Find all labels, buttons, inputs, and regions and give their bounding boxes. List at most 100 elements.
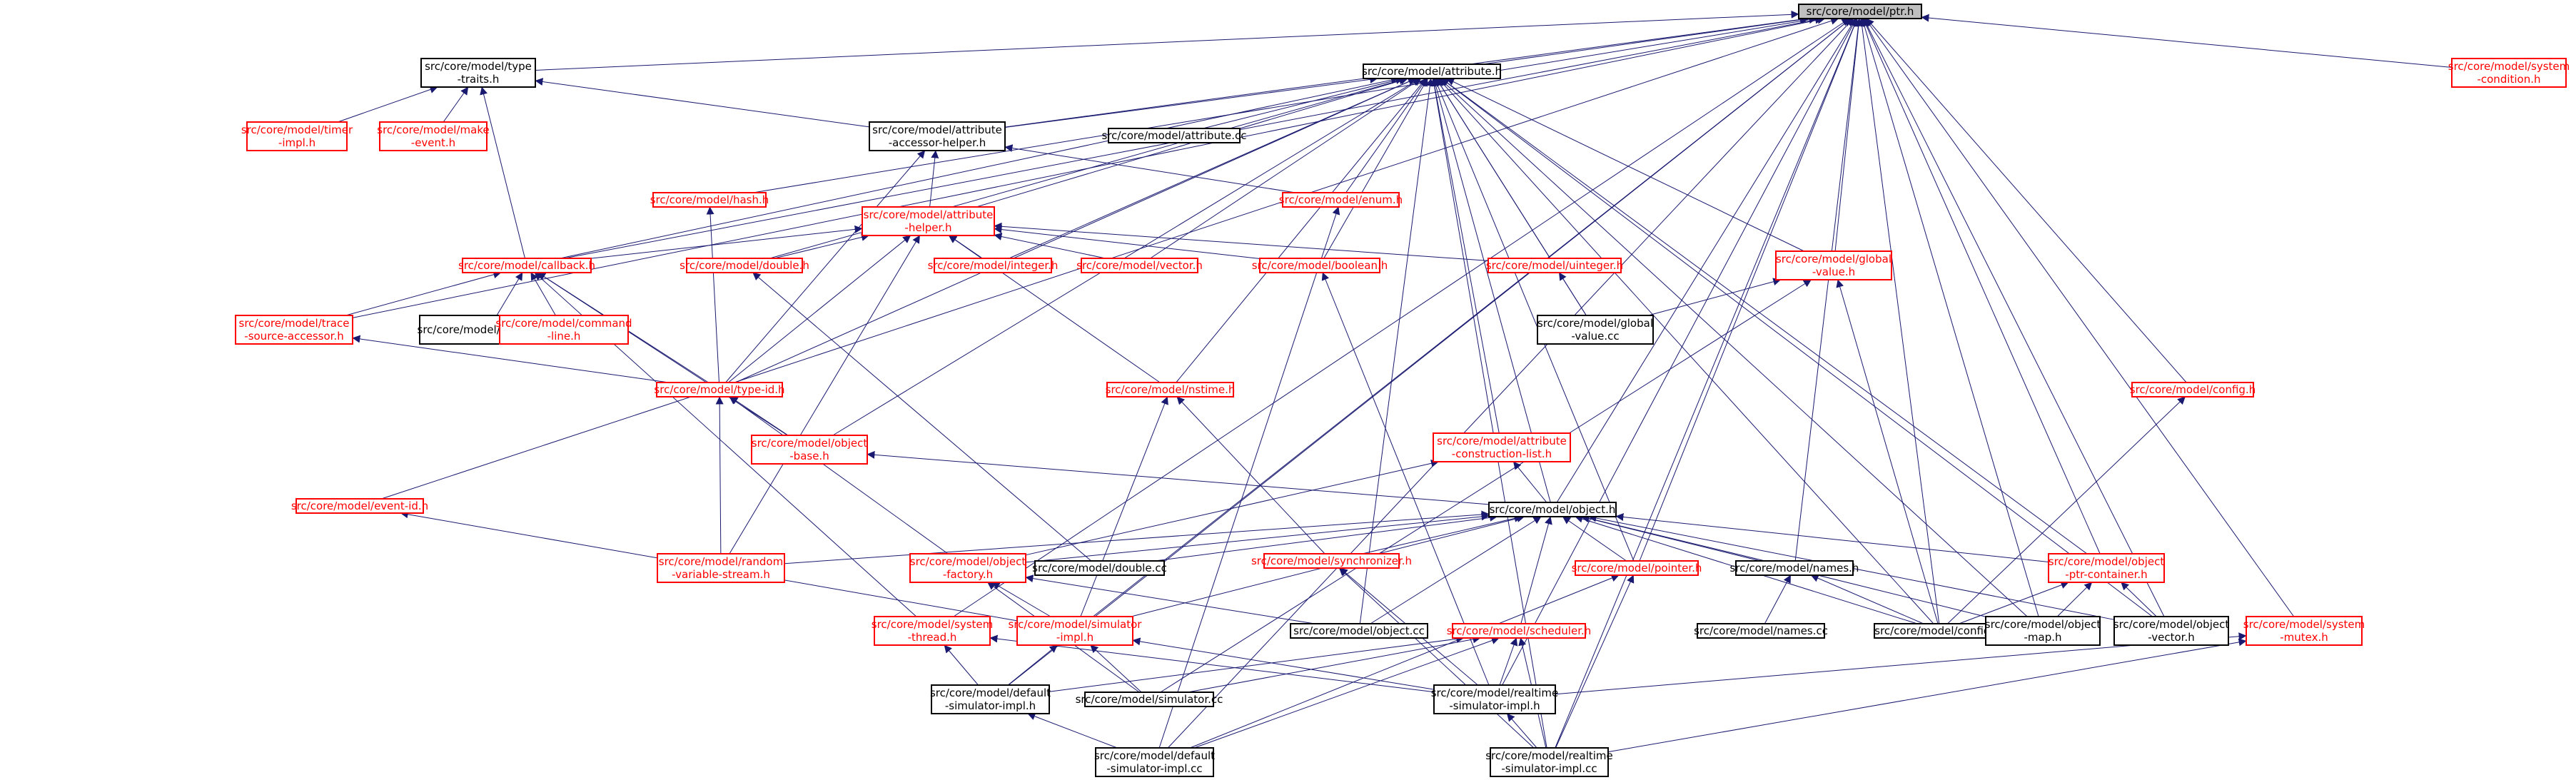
edge-objectbase-to-attribute — [832, 78, 1421, 436]
node-simimpl[interactable]: src/core/model/simulator-impl.h — [1009, 616, 1143, 646]
node-uinteger[interactable]: src/core/model/uinteger.h — [1486, 258, 1623, 273]
node-attrcc[interactable]: src/core/model/attribute.cc — [1102, 128, 1247, 143]
node-objfactory[interactable]: src/core/model/object-factory.h — [909, 553, 1026, 583]
node-box — [1798, 4, 1922, 19]
node-box — [656, 382, 783, 397]
node-timerimpl[interactable]: src/core/model/timer-impl.h — [241, 121, 353, 151]
node-enum[interactable]: src/core/model/enum.h — [1279, 192, 1403, 208]
edge-object-to-attribute — [1432, 78, 1551, 503]
edge-uinteger-to-attrhelper — [994, 222, 1489, 261]
node-boolean[interactable]: src/core/model/boolean.h — [1252, 258, 1388, 273]
node-trace[interactable]: src/core/model/trace-source-accessor.h — [235, 315, 353, 345]
node-cmdline[interactable]: src/core/model/command-line.h — [495, 315, 632, 345]
edge-random-to-object — [784, 510, 1490, 564]
node-objectbase[interactable]: src/core/model/object-base.h — [751, 435, 868, 465]
edge-config-to-ptr — [1866, 18, 2187, 383]
edge-callback-to-attribute — [560, 76, 1399, 259]
node-attrhelper[interactable]: src/core/model/attribute-helper.h — [862, 206, 995, 236]
node-eventid[interactable]: src/core/model/event-id.h — [291, 498, 428, 514]
node-label: -factory.h — [943, 568, 993, 581]
node-box — [1575, 560, 1699, 576]
edge-object-to-ptr — [1556, 18, 1857, 503]
node-double[interactable]: src/core/model/double.h — [680, 258, 809, 273]
node-defsimimpl[interactable]: src/core/model/default-simulator-impl.h — [930, 684, 1051, 714]
node-label: src/core/model/synchronizer.h — [1251, 554, 1412, 567]
node-accessor[interactable]: src/core/model/attribute-accessor-helper… — [869, 121, 1006, 151]
node-attribute[interactable]: src/core/model/attribute.h — [1362, 64, 1502, 79]
edge-namescc-to-names — [1764, 574, 1792, 624]
edge-names-to-ptr — [1794, 18, 1863, 562]
node-box — [2131, 382, 2254, 397]
edge-doublecc-to-double — [752, 272, 1092, 562]
node-label: -variable-stream.h — [672, 568, 770, 581]
node-label: -mutex.h — [2280, 631, 2328, 644]
node-rtsimimpl[interactable]: src/core/model/realtime-simulator-impl.h — [1431, 684, 1559, 714]
edge-constrlist-to-attribute — [1430, 78, 1500, 434]
node-namescc[interactable]: src/core/model/names.cc — [1694, 623, 1828, 639]
node-box — [657, 553, 785, 583]
node-objmap[interactable]: src/core/model/object-map.h — [1985, 616, 2101, 646]
node-globalvalue[interactable]: src/core/model/global-value.h — [1775, 250, 1892, 280]
node-label: src/core/model/ptr.h — [1807, 5, 1914, 18]
node-box — [1487, 258, 1622, 273]
node-typeid[interactable]: src/core/model/type-id.h — [654, 382, 785, 397]
node-box — [1290, 623, 1428, 639]
edge-doublecc-to-object — [1154, 513, 1498, 562]
node-vector[interactable]: src/core/model/vector.h — [1076, 258, 1203, 273]
node-label: src/core/model/uinteger.h — [1486, 259, 1623, 272]
node-callback[interactable]: src/core/model/callback.h — [458, 258, 595, 273]
node-box — [1081, 258, 1198, 273]
node-integer[interactable]: src/core/model/integer.h — [928, 258, 1059, 273]
edge-defsimimpl-to-scheduler — [1049, 634, 1465, 692]
node-label: src/core/model/simulator — [1009, 618, 1143, 631]
edge-rtsimimpl-to-boolean — [1321, 272, 1490, 686]
node-hash[interactable]: src/core/model/hash.h — [650, 192, 769, 208]
edge-objectcc-to-objfactory — [1025, 574, 1315, 624]
node-object[interactable]: src/core/model/object.h — [1488, 502, 1617, 517]
node-simcc[interactable]: src/core/model/simulator.cc — [1076, 692, 1223, 707]
node-names[interactable]: src/core/model/names.h — [1730, 560, 1859, 576]
node-scheduler[interactable]: src/core/model/scheduler.h — [1447, 623, 1592, 639]
edge-typeid-to-accessor — [725, 150, 926, 383]
edge-object-to-constrlist — [1512, 461, 1547, 503]
node-ptrcontainer[interactable]: src/core/model/object-ptr-container.h — [2048, 553, 2165, 583]
edge-random-to-attrhelper — [729, 235, 920, 554]
node-synchronizer[interactable]: src/core/model/synchronizer.h — [1251, 553, 1412, 569]
node-label: src/core/model/enum.h — [1279, 193, 1403, 206]
node-label: src/core/model/timer — [241, 123, 353, 136]
edge-systhread-to-ptr — [953, 18, 1850, 617]
node-constrlist[interactable]: src/core/model/attribute-construction-li… — [1433, 432, 1571, 462]
node-pointer[interactable]: src/core/model/pointer.h — [1572, 560, 1702, 576]
edge-rtsimimplcc-to-synchronizer — [1338, 567, 1535, 749]
node-box — [869, 121, 1006, 151]
node-objectcc[interactable]: src/core/model/object.cc — [1290, 623, 1428, 639]
node-label: src/core/model/attribute — [864, 208, 994, 221]
node-label: -simulator-impl.cc — [1106, 762, 1202, 775]
node-box — [751, 435, 868, 465]
edge-objfactory-to-typeid — [729, 396, 949, 554]
node-doublecc[interactable]: src/core/model/double.cc — [1032, 560, 1167, 576]
node-config[interactable]: src/core/model/config.h — [2130, 382, 2256, 397]
node-globalvaluecc[interactable]: src/core/model/global-value.cc — [1537, 315, 1654, 345]
node-label: src/core/model/random — [659, 555, 783, 568]
node-configcc[interactable]: src/core/model/config.cc — [1874, 623, 2006, 639]
node-label: src/core/model/integer.h — [928, 259, 1059, 272]
node-objvector[interactable]: src/core/model/object-vector.h — [2113, 616, 2230, 646]
node-defsimimplcc[interactable]: src/core/model/default-simulator-impl.cc — [1094, 747, 1215, 777]
node-typetraits[interactable]: src/core/model/type-traits.h — [420, 58, 536, 88]
edge-rtsimimpl-to-systhread — [989, 634, 1435, 693]
node-box — [1488, 502, 1617, 517]
node-nstime[interactable]: src/core/model/nstime.h — [1106, 382, 1236, 397]
node-random[interactable]: src/core/model/random-variable-stream.h — [657, 553, 785, 583]
edge-trace-to-callback — [345, 270, 502, 316]
node-rtsimimplcc[interactable]: src/core/model/realtime-simulator-impl.c… — [1485, 747, 1613, 777]
node-sysmutex[interactable]: src/core/model/system-mutex.h — [2243, 616, 2365, 646]
node-box — [1775, 250, 1892, 280]
edge-nstime-to-attrhelper — [948, 235, 1161, 383]
node-label: src/core/model/vector.h — [1076, 259, 1203, 272]
node-syscond[interactable]: src/core/model/system-condition.h — [2448, 58, 2570, 88]
node-systhread[interactable]: src/core/model/system-thread.h — [872, 616, 994, 646]
edge-pointer-to-attribute — [1434, 78, 1635, 562]
node-makeevent[interactable]: src/core/model/make-event.h — [377, 121, 490, 151]
node-ptr: src/core/model/ptr.h — [1798, 4, 1922, 19]
